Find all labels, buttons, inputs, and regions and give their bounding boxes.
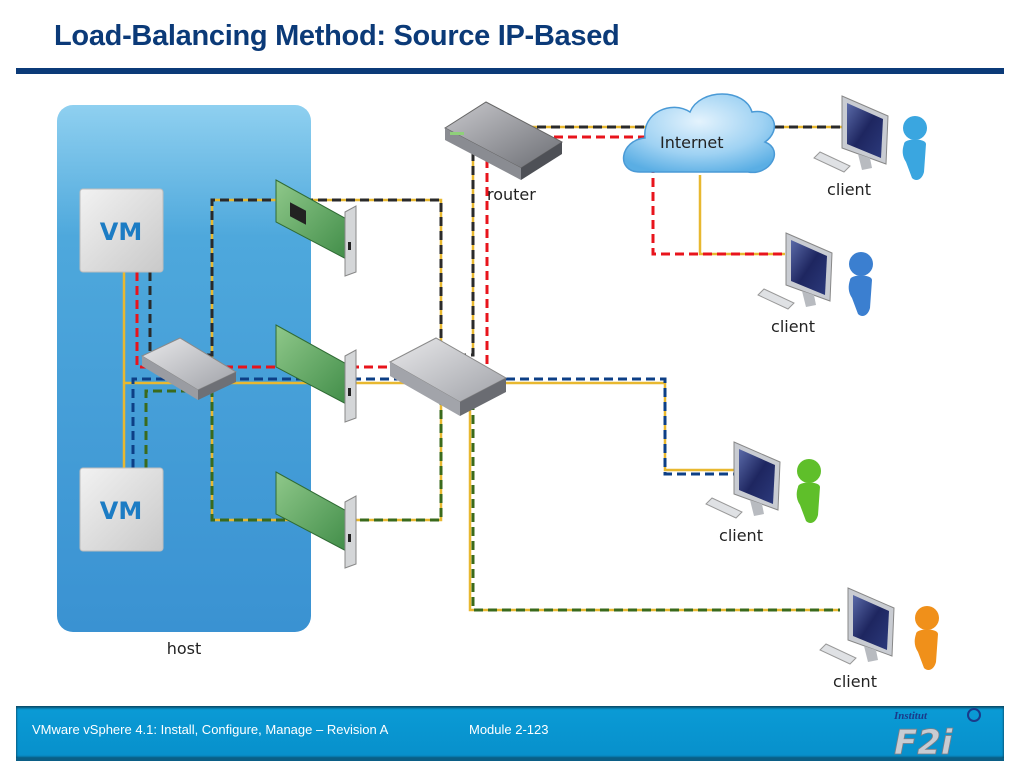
slide-title: Load-Balancing Method: Source IP-Based	[54, 20, 620, 52]
client-4-label: client	[833, 672, 877, 691]
vm-2-label: VM	[100, 497, 142, 525]
vm-1: VM	[79, 188, 164, 273]
line-green-vm2	[144, 389, 840, 612]
vm-1-label: VM	[100, 218, 142, 246]
client-3: client	[705, 441, 821, 545]
logo-globe-icon	[967, 708, 981, 722]
slide-footer: VMware vSphere 4.1: Install, Configure, …	[16, 706, 1004, 761]
f2i-logo: Institut F2i	[893, 708, 981, 758]
client-4: client	[819, 587, 939, 691]
logo-f2i-text: F2i	[894, 723, 954, 758]
nic-card-3	[275, 471, 357, 569]
line-yellow-client4	[468, 395, 840, 612]
line-yellow-internet-client2	[698, 175, 785, 256]
internet-cloud	[623, 93, 776, 174]
computer-icon	[813, 95, 889, 173]
footer-module-number: Module 2-123	[469, 722, 549, 737]
logo-institut-text: Institut	[893, 710, 928, 722]
physical-switch	[388, 337, 508, 416]
footer-course-title: VMware vSphere 4.1: Install, Configure, …	[32, 722, 389, 737]
line-blue-vm2	[131, 377, 735, 476]
computer-icon	[819, 587, 895, 665]
person-icon	[796, 459, 821, 523]
computer-icon	[705, 441, 781, 519]
title-divider	[16, 68, 1004, 74]
router-label: router	[487, 185, 536, 204]
nic-card-1	[275, 179, 357, 277]
client-2-label: client	[771, 317, 815, 336]
person-icon	[914, 606, 939, 670]
vm-2: VM	[79, 467, 164, 552]
router	[444, 101, 563, 180]
client-3-label: client	[719, 526, 763, 545]
internet-label: Internet	[660, 133, 724, 152]
client-1-label: client	[827, 180, 871, 199]
host-label: host	[167, 639, 202, 658]
network-diagram: host VM	[57, 93, 939, 691]
nic-card-2	[275, 324, 357, 423]
client-1: client	[813, 95, 927, 199]
computer-icon	[757, 232, 833, 310]
client-2: client	[757, 232, 873, 336]
person-icon	[848, 252, 873, 316]
virtual-switch	[140, 337, 238, 400]
person-icon	[902, 116, 927, 180]
